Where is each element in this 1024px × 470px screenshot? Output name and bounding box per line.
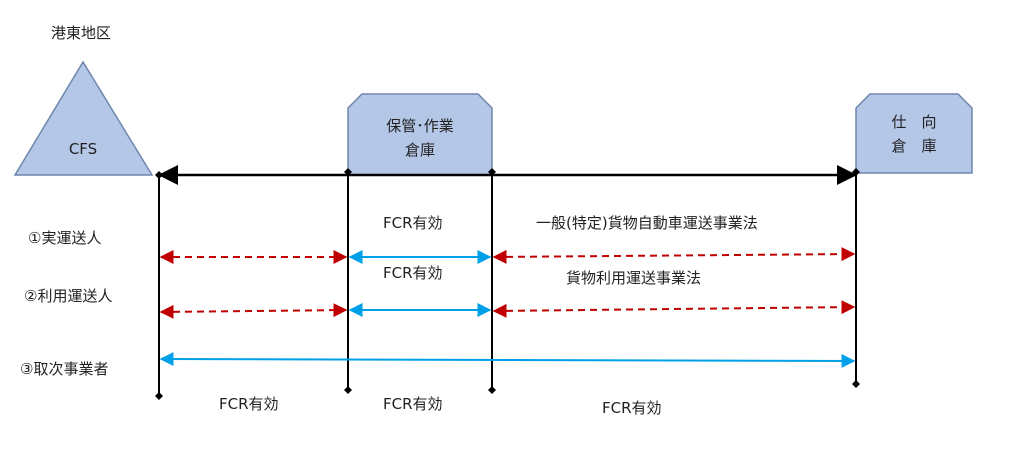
annotation-fcr-valid-row1: FCR有効 [383,214,443,232]
storage-warehouse-label-line2: 倉庫 [404,141,435,159]
destination-warehouse-label: 仕 向 倉 庫 [856,110,972,158]
line-end-marker [488,386,496,394]
annotation-fcr-valid-bottom-left: FCR有効 [219,395,279,413]
annotation-fcr-valid-row2: FCR有効 [383,264,443,282]
region-label: 港東地区 [51,24,112,42]
annotation-fcr-valid-bottom-right: FCR有効 [602,399,662,417]
row2-arrow-storage-to-destination [492,300,856,318]
row2-arrow-cfs-to-storage [159,303,348,319]
annotation-law-freight-forwarding: 貨物利用運送事業法 [566,269,702,287]
destination-warehouse-label-line1: 仕 向 [891,113,937,131]
annotation-fcr-valid-bottom-middle: FCR有効 [383,395,443,413]
row-label-actual-carrier: ①実運送人 [28,229,102,247]
line-end-marker [852,380,860,388]
cfs-triangle [13,60,154,176]
destination-warehouse-shape [855,93,973,174]
line-end-marker [344,386,352,394]
cfs-label: CFS [68,140,98,158]
row-label-freight-forwarder: ②利用運送人 [24,287,113,305]
destination-warehouse-label-line2: 倉 庫 [891,137,937,155]
row-label-agent: ③取次事業者 [20,360,109,378]
row1-arrow-storage-to-destination [492,247,856,264]
storage-warehouse-label: 保管･作業 倉庫 [348,114,492,162]
annotation-law-trucking: 一般(特定)貨物自動車運送事業法 [536,214,758,232]
line-end-marker [155,392,163,400]
row3-arrow-cfs-to-destination [159,352,856,368]
storage-warehouse-label-line1: 保管･作業 [386,117,454,135]
